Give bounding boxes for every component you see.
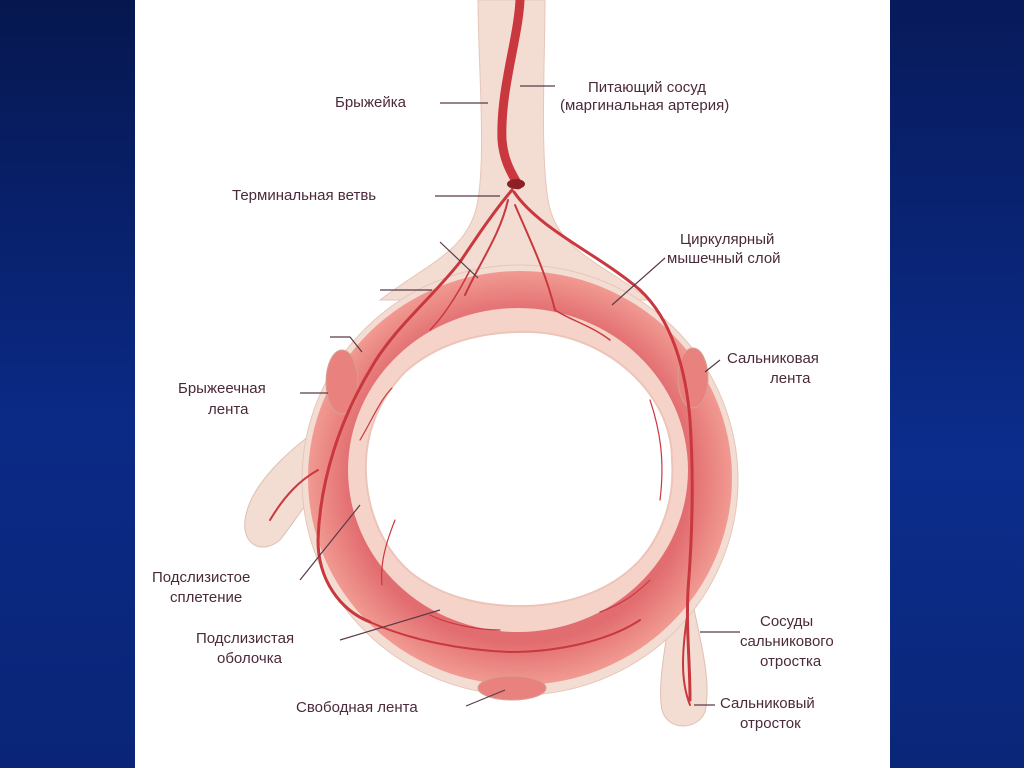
label-feeding-vessel-line1: Питающий сосуд xyxy=(588,79,706,96)
label-epiploic-appendix-line2: отросток xyxy=(740,715,801,732)
label-circular-layer-line1: Циркулярный xyxy=(680,231,774,248)
label-feeding-vessel-line2: (маргинальная артерия) xyxy=(560,97,729,114)
background-left xyxy=(0,0,135,768)
mesenteric-band-shape xyxy=(325,349,359,415)
label-appendix-vessels-line2: сальникового xyxy=(740,633,834,650)
label-omental-band-line2: лента xyxy=(770,370,811,387)
label-submucosal-plexus-line2: сплетение xyxy=(170,589,242,606)
label-terminal-branch: Терминальная ветвь xyxy=(232,187,376,204)
label-appendix-vessels-line1: Сосуды xyxy=(760,613,813,630)
label-epiploic-appendix-line1: Сальниковый xyxy=(720,695,815,712)
label-mesenteric-band-line2: лента xyxy=(208,401,249,418)
label-mesentery: Брыжейка xyxy=(335,94,407,111)
background-right xyxy=(890,0,1024,768)
label-appendix-vessels-line3: отростка xyxy=(760,653,822,670)
label-submucosa-line1: Подслизистая xyxy=(196,630,294,647)
vessels xyxy=(269,0,694,706)
label-submucosal-plexus-line1: Подслизистое xyxy=(152,569,250,586)
label-omental-band-line1: Сальниковая xyxy=(727,350,819,367)
lumen xyxy=(364,330,674,608)
vessel-cut-end xyxy=(507,179,525,189)
label-free-band: Свободная лента xyxy=(296,699,418,716)
label-circular-layer-line2: мышечный слой xyxy=(667,250,781,267)
omental-band-shape xyxy=(677,347,709,409)
label-submucosa-line2: оболочка xyxy=(217,650,283,667)
label-mesenteric-band-line1: Брыжеечная xyxy=(178,380,266,397)
leader-lines xyxy=(299,85,740,707)
